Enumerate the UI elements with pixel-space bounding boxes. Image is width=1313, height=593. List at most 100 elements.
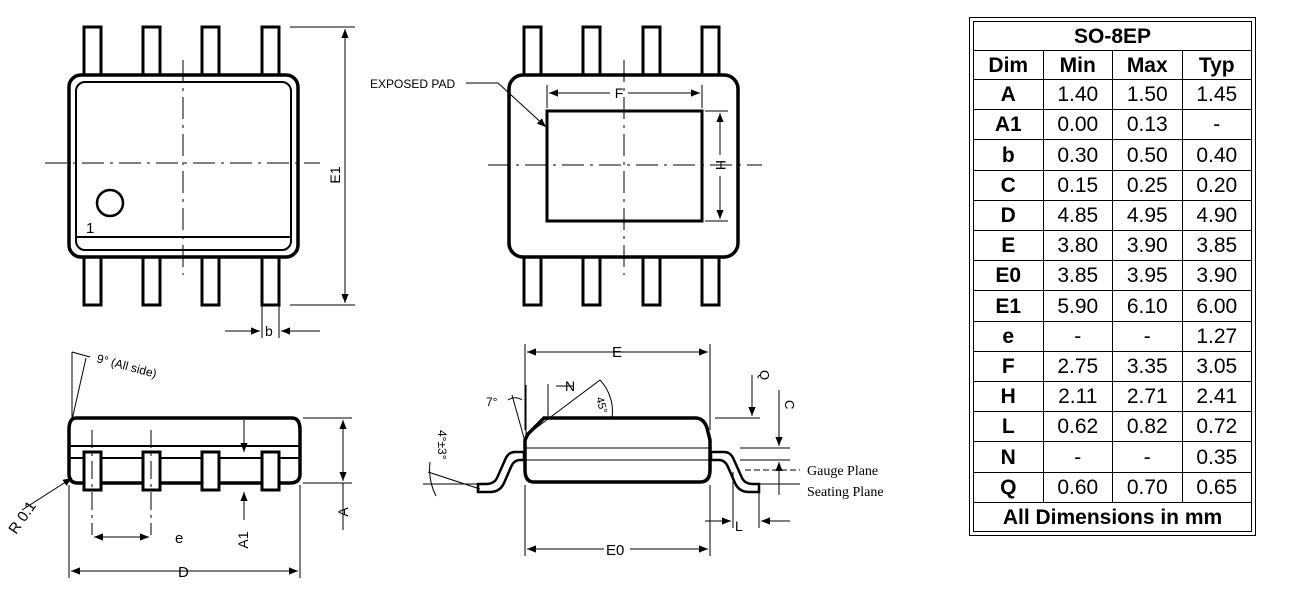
typ-cell: 0.20 (1181, 169, 1252, 201)
max-cell: 1.50 (1112, 78, 1183, 111)
typ-cell: 0.40 (1181, 139, 1252, 171)
min-cell: - (1042, 320, 1113, 352)
dim-cell: Q (973, 471, 1044, 504)
max-cell: 3.35 (1112, 350, 1183, 383)
typ-cell: - (1181, 109, 1252, 141)
typ-cell: 0.65 (1181, 471, 1252, 504)
min-cell: 0.30 (1042, 139, 1113, 171)
top-view-lower-leads (82, 255, 281, 307)
gauge-plane-label: Gauge Plane (807, 464, 878, 479)
dim-cell: A1 (973, 109, 1044, 141)
dim-label-E0: E0 (606, 542, 624, 559)
max-cell: - (1112, 441, 1183, 473)
max-cell: - (1112, 320, 1183, 352)
typ-cell: 1.45 (1181, 78, 1252, 111)
table-title: SO-8EP (973, 21, 1252, 51)
max-cell: 3.90 (1112, 230, 1183, 262)
end-view (423, 344, 800, 556)
min-cell: 5.90 (1042, 290, 1113, 322)
angle-7-label: 7° (486, 395, 498, 409)
dim-cell: C (973, 169, 1044, 201)
table-row: e--1.27 (973, 320, 1252, 352)
dim-label-H: H (713, 160, 729, 170)
dim-cell: L (973, 411, 1044, 443)
dim-cell: E0 (973, 260, 1044, 292)
side-view (21, 351, 352, 578)
dim-cell: D (973, 199, 1044, 232)
dim-cell: H (973, 381, 1044, 413)
min-cell: 4.85 (1042, 199, 1113, 232)
dim-label-A1: A1 (235, 531, 251, 548)
table-footer: All Dimensions in mm (973, 502, 1252, 532)
typ-cell: 0.72 (1181, 411, 1252, 443)
col-header-typ: Typ (1181, 50, 1252, 80)
min-cell: 2.11 (1042, 381, 1113, 413)
dim-label-F: F (615, 85, 624, 101)
max-cell: 0.25 (1112, 169, 1183, 201)
max-cell: 0.82 (1112, 411, 1183, 443)
typ-cell: 4.90 (1181, 199, 1252, 232)
max-cell: 3.95 (1112, 260, 1183, 292)
min-cell: 1.40 (1042, 78, 1113, 111)
top-view (45, 25, 355, 338)
typ-cell: 0.35 (1181, 441, 1252, 473)
dim-label-E1: E1 (327, 166, 343, 183)
min-cell: 0.00 (1042, 109, 1113, 141)
dim-cell: A (973, 78, 1044, 111)
angle-4-label: 4°±3° (435, 430, 449, 460)
max-cell: 2.71 (1112, 381, 1183, 413)
dim-label-E: E (612, 344, 622, 361)
min-cell: 2.75 (1042, 350, 1113, 383)
dim-label-L: L (735, 518, 743, 534)
typ-cell: 3.05 (1181, 350, 1252, 383)
dim-label-e: e (175, 530, 183, 547)
min-cell: 0.15 (1042, 169, 1113, 201)
radius-label: R 0.1 (5, 498, 39, 537)
min-cell: 0.62 (1042, 411, 1113, 443)
pin1-label: 1 (86, 220, 94, 237)
typ-cell: 1.27 (1181, 320, 1252, 352)
typ-cell: 2.41 (1181, 381, 1252, 413)
top-view-upper-leads (82, 25, 281, 77)
max-cell: 0.50 (1112, 139, 1183, 171)
dim-cell: N (973, 441, 1044, 473)
dim-cell: F (973, 350, 1044, 383)
dim-cell: e (973, 320, 1044, 352)
bottom-view (466, 25, 762, 307)
col-header-min: Min (1042, 50, 1113, 80)
table-row: N--0.35 (973, 441, 1252, 473)
dim-label-C: C (782, 400, 797, 409)
typ-cell: 6.00 (1181, 290, 1252, 322)
min-cell: 0.60 (1042, 471, 1113, 504)
dim-label-D: D (178, 564, 189, 581)
seating-plane-label: Seating Plane (807, 485, 884, 500)
max-cell: 6.10 (1112, 290, 1183, 322)
max-cell: 4.95 (1112, 199, 1183, 232)
dim-label-b: b (265, 323, 273, 339)
dim-cell: E (973, 230, 1044, 262)
col-header-dim: Dim (973, 50, 1044, 80)
typ-cell: 3.85 (1181, 230, 1252, 262)
exposed-pad-label: EXPOSED PAD (370, 77, 455, 91)
pin1-marker (95, 188, 125, 218)
angle-9-label: 9° (All side) (95, 351, 158, 380)
dim-label-N: N (565, 378, 575, 394)
min-cell: 3.80 (1042, 230, 1113, 262)
dim-label-Q: Q (757, 370, 772, 380)
dim-cell: E1 (973, 290, 1044, 322)
min-cell: - (1042, 441, 1113, 473)
max-cell: 0.70 (1112, 471, 1183, 504)
